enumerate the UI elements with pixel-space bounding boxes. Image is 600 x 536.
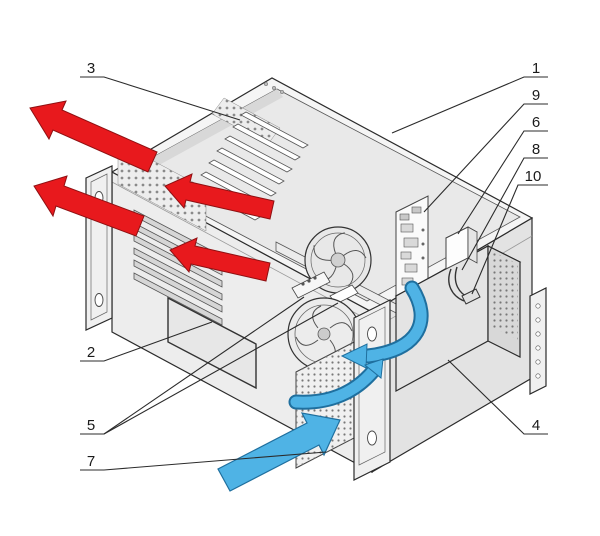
leader-7 bbox=[80, 451, 327, 471]
drive-bay-opening bbox=[167, 296, 257, 390]
keypad-button bbox=[313, 276, 317, 280]
rack-ear-left-hole-bottom bbox=[94, 293, 104, 307]
keypad-button bbox=[301, 282, 305, 286]
fan-hub bbox=[330, 252, 346, 268]
rack-ear-front-inner bbox=[358, 306, 386, 466]
rack-ear-right-rear bbox=[529, 287, 547, 395]
callout-9: 9 bbox=[532, 87, 540, 104]
ear-perforation bbox=[535, 345, 541, 351]
ear-perforation bbox=[535, 303, 541, 309]
intake-arrow-curve-front bbox=[290, 364, 380, 408]
card-guide bbox=[216, 147, 285, 185]
card-guide bbox=[240, 111, 309, 149]
board-component bbox=[400, 251, 412, 260]
leader-1 bbox=[391, 76, 548, 134]
ear-perforation bbox=[535, 359, 541, 365]
rack-ear-front bbox=[353, 299, 391, 481]
callout-1: 1 bbox=[532, 60, 540, 77]
leader-3 bbox=[80, 76, 241, 121]
ear-perforation bbox=[535, 331, 541, 337]
exhaust-arrow-outer-bottom bbox=[33, 175, 145, 237]
callout-8: 8 bbox=[532, 141, 540, 158]
rack-ear-front-plate bbox=[353, 299, 391, 481]
intake-arrow-curve-right-head bbox=[340, 343, 368, 369]
intake-arrow-curve-right bbox=[362, 282, 427, 362]
exhaust-arrow-inner-top bbox=[164, 173, 275, 220]
intake-arrow-curve-front-head bbox=[363, 358, 384, 379]
rack-ear-front-hole-top bbox=[367, 326, 377, 342]
vent-slot bbox=[133, 234, 223, 288]
callout-labels: 3 1 9 6 8 10 2 5 7 4 bbox=[87, 60, 542, 470]
exhaust-arrows bbox=[29, 100, 275, 282]
board-component bbox=[404, 263, 418, 273]
callout-10: 10 bbox=[525, 168, 542, 185]
callout-leaders bbox=[80, 76, 548, 471]
blower-hub bbox=[317, 327, 331, 341]
leader-2 bbox=[80, 321, 213, 362]
intake-arrow-main bbox=[217, 412, 341, 492]
ear-perforation bbox=[535, 317, 541, 323]
screw-detail bbox=[263, 81, 285, 95]
keypad-button bbox=[307, 279, 311, 283]
board-led bbox=[421, 228, 425, 232]
board-connector bbox=[411, 206, 422, 214]
vent-slot bbox=[133, 272, 223, 326]
rack-ear-right-plate bbox=[529, 287, 547, 395]
rack-ear-left bbox=[85, 165, 113, 331]
leader-4 bbox=[447, 359, 548, 435]
leader-9 bbox=[423, 103, 548, 213]
card-guide bbox=[224, 135, 293, 173]
callout-4: 4 bbox=[532, 417, 540, 434]
callout-3: 3 bbox=[87, 60, 95, 77]
callout-5: 5 bbox=[87, 417, 95, 434]
leader-5b bbox=[103, 302, 339, 435]
callout-7: 7 bbox=[87, 453, 95, 470]
leader-10 bbox=[471, 184, 548, 295]
exhaust-arrow-inner-bottom bbox=[169, 237, 271, 282]
leader-6 bbox=[457, 130, 548, 235]
leader-8 bbox=[461, 157, 548, 271]
vent-slot bbox=[133, 247, 223, 301]
card-guide bbox=[232, 123, 301, 161]
rack-ear-front-hole-bottom bbox=[367, 430, 377, 446]
card-guide bbox=[208, 159, 277, 197]
cable-connector bbox=[461, 288, 481, 305]
vent-slot bbox=[133, 259, 223, 313]
board-component bbox=[403, 237, 419, 248]
psu-vent-dots bbox=[490, 250, 518, 340]
ear-perforation bbox=[535, 373, 541, 379]
callout-6: 6 bbox=[532, 114, 540, 131]
board-connector bbox=[399, 213, 410, 221]
board-component bbox=[400, 223, 414, 233]
intake-arrows bbox=[217, 280, 429, 492]
control-keypad bbox=[291, 271, 331, 299]
power-supply bbox=[394, 244, 522, 393]
board-led bbox=[421, 242, 425, 246]
callout-2: 2 bbox=[87, 344, 95, 361]
exhaust-arrow-outer-top bbox=[29, 100, 158, 173]
board-led bbox=[421, 256, 425, 260]
rack-ear-left-inner bbox=[90, 173, 108, 321]
